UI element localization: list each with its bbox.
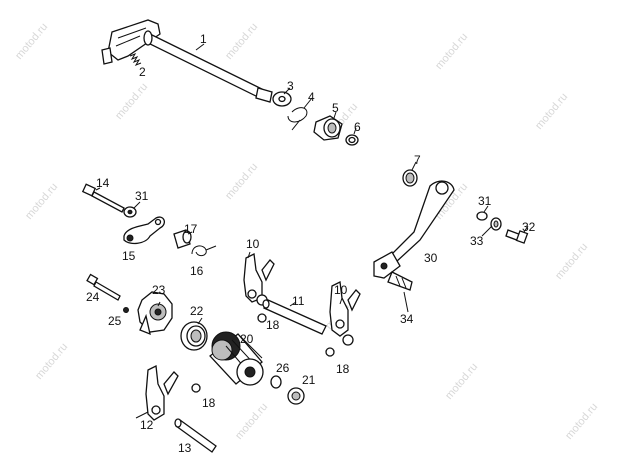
callout-5: 5	[332, 101, 339, 115]
callout-13: 13	[178, 441, 192, 455]
callout-16: 16	[190, 264, 204, 278]
part-bolt-14	[81, 183, 125, 213]
callout-26: 26	[276, 361, 290, 375]
part-ring-7	[402, 169, 418, 187]
callout-1: 1	[200, 32, 207, 46]
callout-2: 2	[139, 65, 146, 79]
part-spring-2	[129, 52, 142, 67]
callout-22: 22	[190, 304, 204, 318]
part-shift-fork-10-left	[243, 253, 275, 306]
part-bushing-5	[313, 115, 343, 141]
part-guide-pin-18-right	[325, 347, 335, 357]
part-washer-31-right	[476, 211, 488, 221]
part-seal-6	[345, 134, 359, 146]
watermark-text: motod.ru	[23, 181, 60, 222]
callout-12: 12	[140, 418, 154, 432]
part-shift-lever-30	[373, 180, 455, 291]
part-bolt-24	[86, 273, 121, 301]
part-shift-fork-10-right	[329, 281, 361, 346]
callout-7: 7	[414, 153, 421, 167]
watermark-text: motod.ru	[443, 361, 480, 402]
part-bolt-32	[505, 229, 529, 244]
part-shift-star-23	[137, 291, 173, 336]
callout-14: 14	[96, 176, 110, 190]
part-bearing-21	[287, 387, 305, 405]
part-bearing-22	[180, 321, 208, 351]
watermark-text: motod.ru	[33, 341, 70, 382]
watermark-text: motod.ru	[233, 401, 270, 442]
callout-21: 21	[302, 373, 316, 387]
callout-17: 17	[184, 222, 198, 236]
part-detent-lever-15	[123, 216, 165, 245]
part-pin-25	[123, 307, 129, 313]
part-spring-16	[191, 245, 217, 257]
callout-4: 4	[308, 90, 315, 104]
part-shift-shaft	[101, 19, 273, 103]
callout-15: 15	[122, 249, 136, 263]
watermark-text: motod.ru	[223, 161, 260, 202]
watermark-text: motod.ru	[13, 21, 50, 62]
callout-20: 20	[240, 332, 254, 346]
part-guide-pin-18-upper	[257, 313, 267, 323]
callout-31-right: 31	[478, 194, 492, 208]
callout-32: 32	[522, 220, 536, 234]
watermark-text: motod.ru	[563, 401, 600, 442]
watermark-text: motod.ru	[553, 241, 590, 282]
callout-10-right: 10	[334, 283, 348, 297]
callout-33: 33	[470, 234, 484, 248]
part-shift-drum-20	[209, 331, 264, 386]
callout-10-left: 10	[246, 237, 260, 251]
part-fork-rod-11	[262, 299, 327, 335]
callout-18-lower: 18	[202, 396, 216, 410]
leader-lines	[95, 43, 529, 419]
callout-labels: 1 2 3 4 5 6 7 14 31 15 17 16 10 11 10 18…	[86, 32, 536, 455]
callout-24: 24	[86, 290, 100, 304]
watermark-text: motod.ru	[533, 91, 570, 132]
watermark-text: motod.ru	[433, 31, 470, 72]
callout-23: 23	[152, 283, 166, 297]
callout-34: 34	[400, 312, 414, 326]
callout-18-right: 18	[336, 362, 350, 376]
part-shift-fork-12	[145, 365, 179, 421]
callout-11: 11	[292, 294, 305, 308]
callout-25: 25	[108, 314, 122, 328]
callout-30: 30	[424, 251, 438, 265]
callout-3: 3	[287, 79, 294, 93]
part-fork-rod-13	[174, 418, 217, 453]
callout-6: 6	[354, 120, 361, 134]
part-washer-26	[270, 375, 282, 389]
part-washer-33	[490, 217, 502, 231]
watermark-text: motod.ru	[113, 81, 150, 122]
watermark-text: motod.ru	[223, 21, 260, 62]
part-clip-4	[287, 107, 308, 131]
callout-18-upper: 18	[266, 318, 280, 332]
part-washer-3	[272, 91, 292, 107]
part-guide-pin-18-lower	[191, 383, 201, 393]
part-washer-31-left	[123, 206, 137, 218]
callout-31-left: 31	[135, 189, 149, 203]
